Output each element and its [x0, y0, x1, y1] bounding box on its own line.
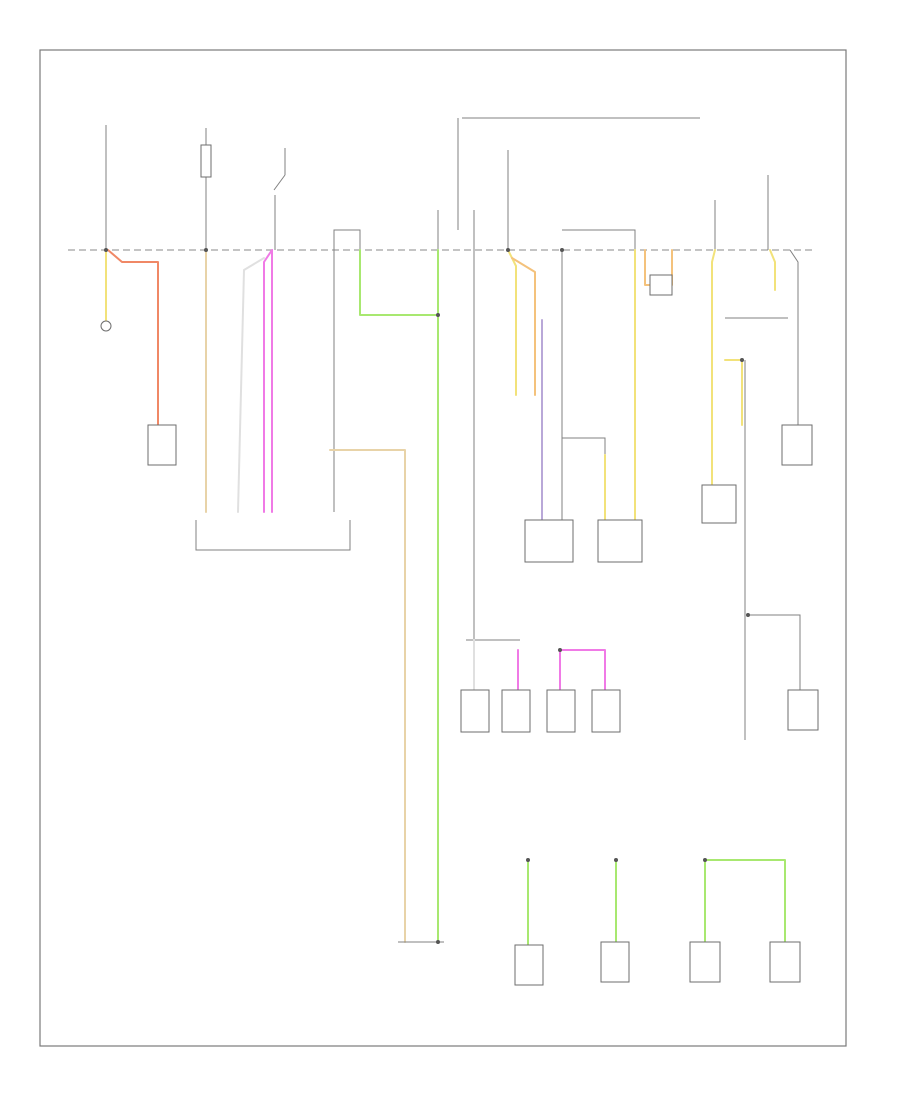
diagram-border: [39, 49, 847, 1047]
component-right-lower: [787, 689, 819, 731]
component-center-mid: [524, 519, 574, 563]
component-right-mid: [701, 484, 737, 524]
component-right-upper: [781, 424, 813, 466]
component-bottom-4: [769, 941, 801, 983]
component-bottom-3: [689, 941, 721, 983]
bottom-wires: [527, 859, 786, 946]
top-feeds: [105, 117, 769, 250]
component-center-mid-right: [597, 519, 643, 563]
component-bottom-1: [514, 944, 544, 986]
component-row-1: [501, 689, 531, 733]
component-row-0: [460, 689, 490, 733]
component-bottom-2: [600, 941, 630, 983]
left-wires: [100, 249, 351, 551]
right-center-wires: [507, 249, 801, 740]
component-left-upper: [147, 424, 177, 466]
relay-box: [649, 274, 673, 296]
splice-dots: [104, 248, 750, 944]
components: [147, 274, 819, 986]
component-row-2: [546, 689, 576, 733]
component-row-3: [591, 689, 621, 733]
center-wires: [329, 249, 606, 943]
